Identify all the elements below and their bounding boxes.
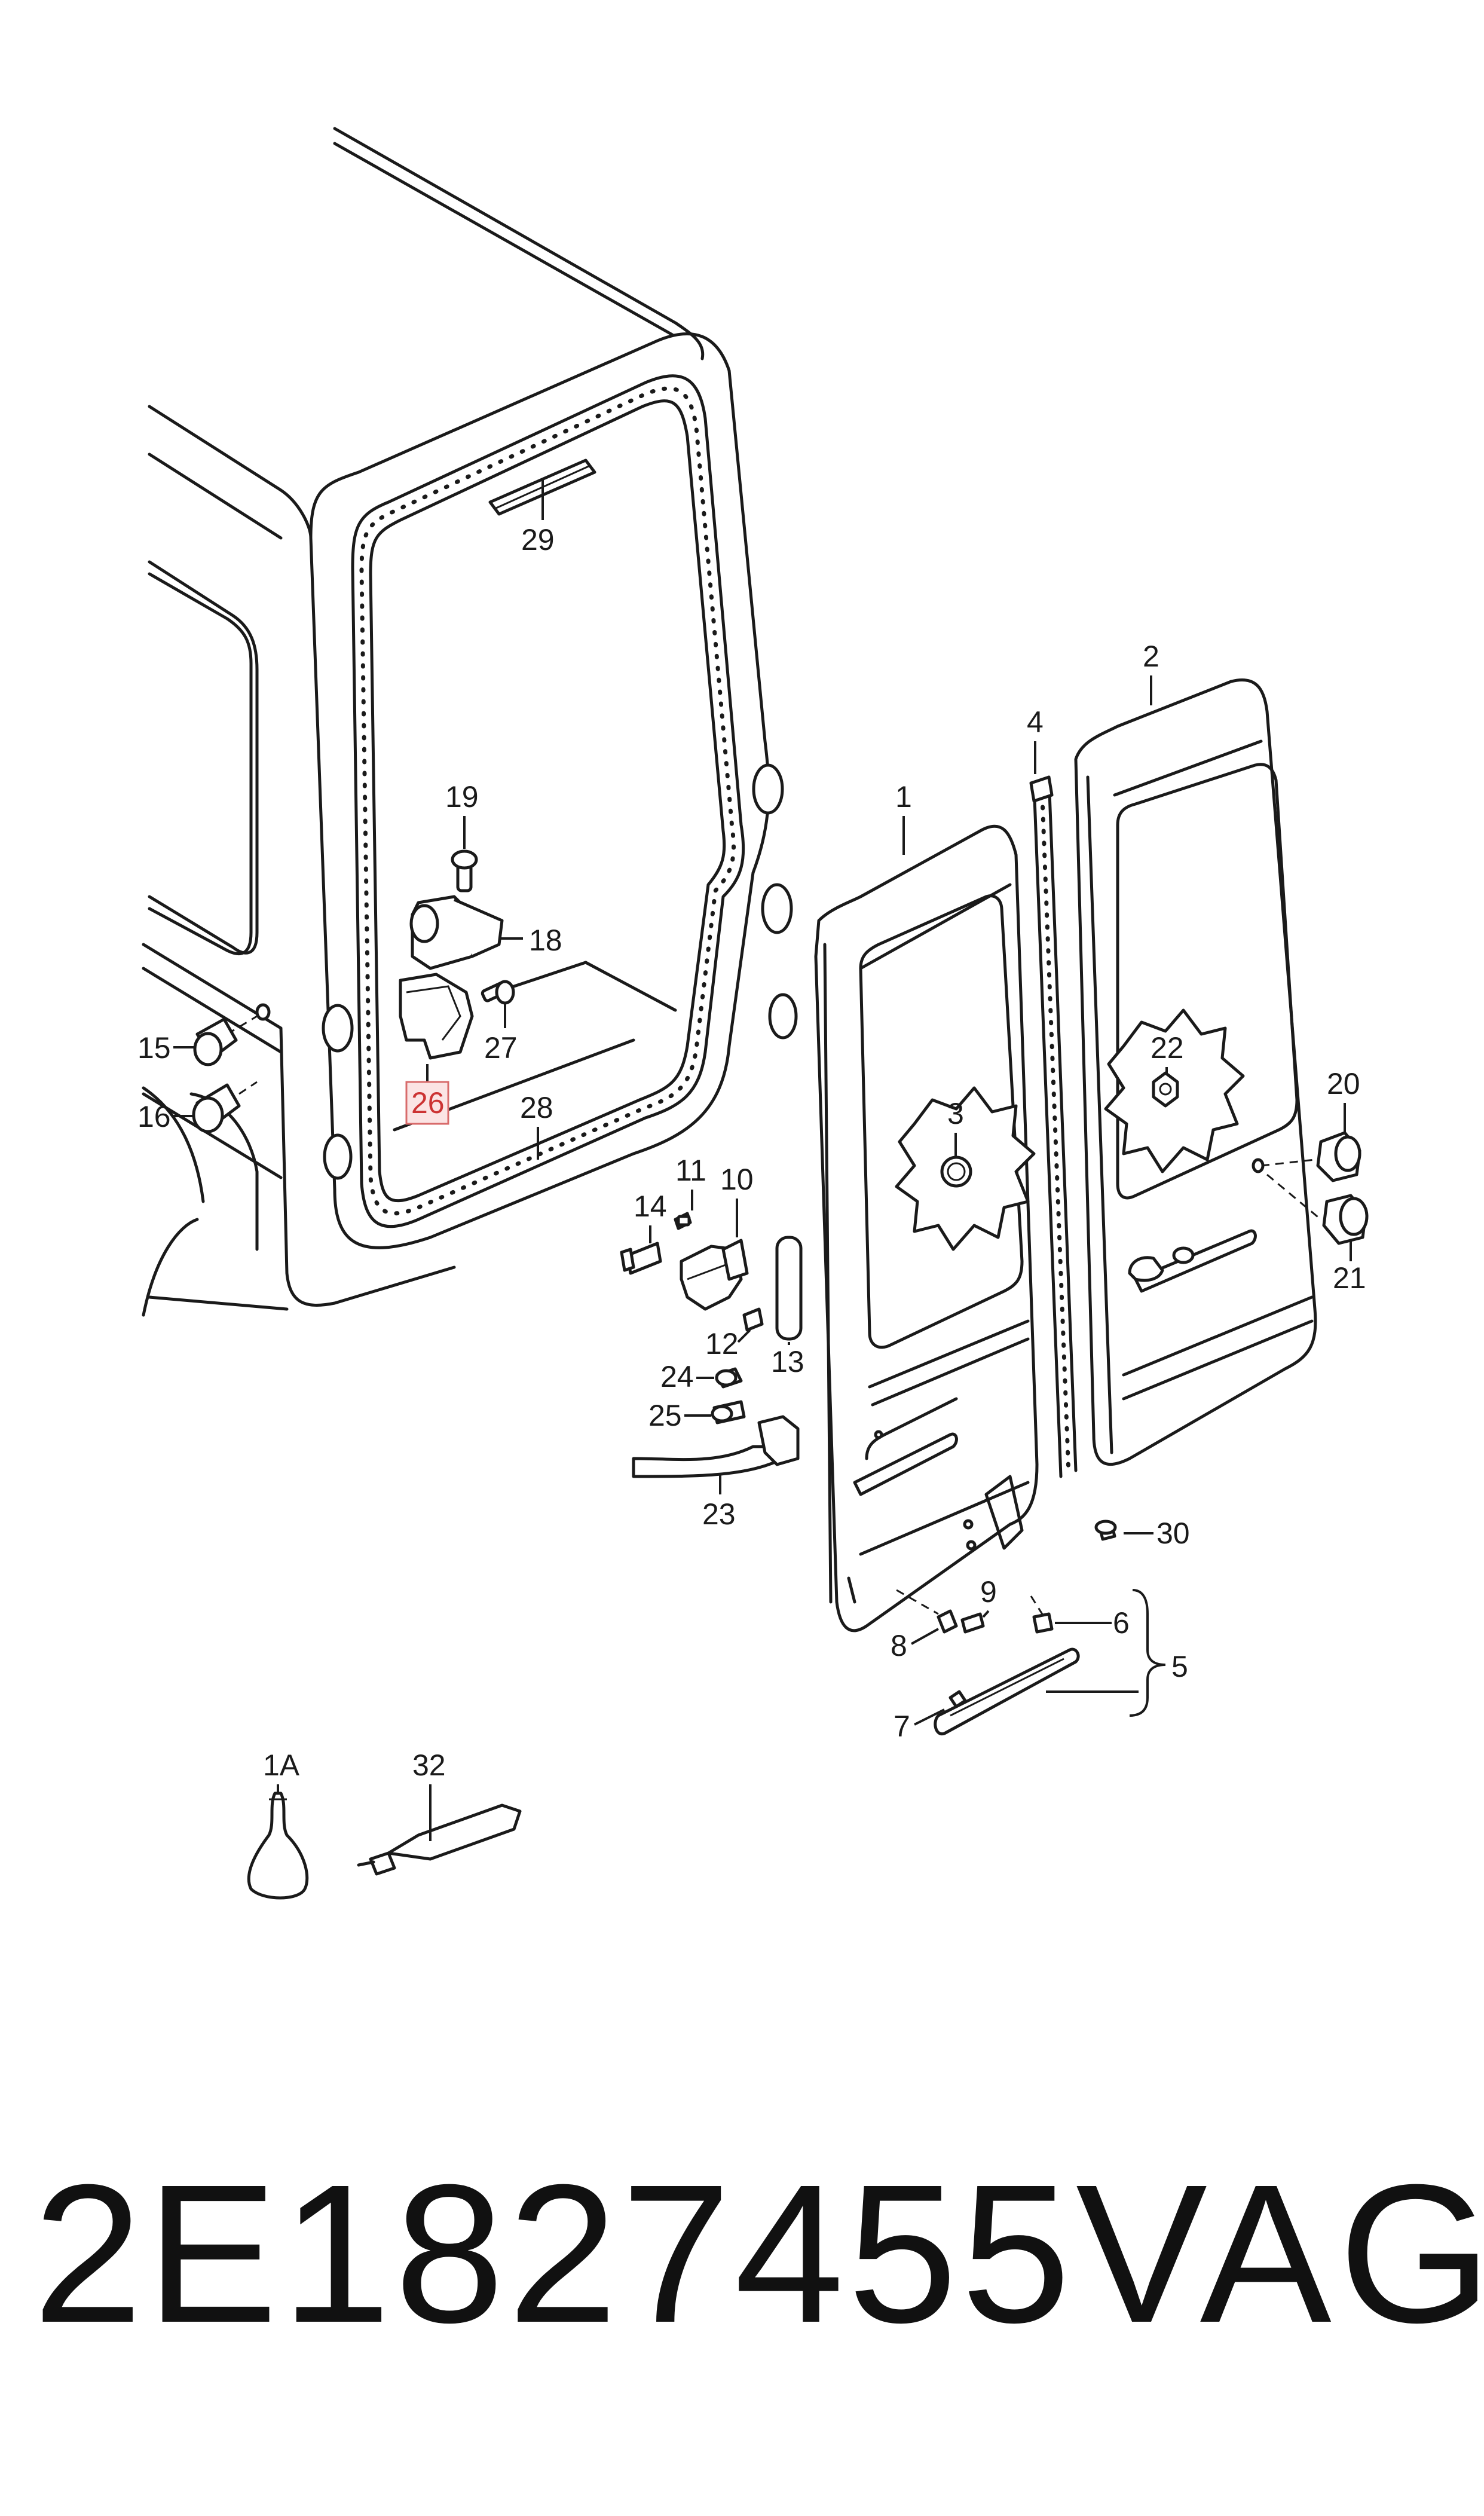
upper-hinge-assembly xyxy=(399,849,515,1060)
right-rear-door xyxy=(1074,678,1321,1466)
callout-27: 27 xyxy=(484,1031,518,1065)
callout-26-highlight xyxy=(405,1081,449,1125)
left-rear-door xyxy=(814,824,1039,1633)
lower-hinge-parts xyxy=(620,1212,803,1341)
callout-13: 13 xyxy=(771,1345,804,1378)
bump-stops-left xyxy=(192,1003,271,1133)
callout-5: 5 xyxy=(1171,1650,1188,1683)
accessory-items xyxy=(247,1792,522,1900)
callout-1: 1 xyxy=(895,780,912,814)
callout-20: 20 xyxy=(1327,1067,1360,1100)
callout-10: 10 xyxy=(720,1163,754,1196)
callout-25: 25 xyxy=(648,1399,682,1432)
callout-24: 24 xyxy=(660,1360,694,1393)
callout-3: 3 xyxy=(947,1097,964,1130)
callout-21: 21 xyxy=(1333,1261,1366,1295)
door-check-strap xyxy=(632,1367,800,1478)
door-seal-strip xyxy=(1029,775,1078,1478)
callout-6: 6 xyxy=(1113,1606,1130,1640)
callout-23: 23 xyxy=(702,1497,736,1531)
van-body xyxy=(142,127,798,1317)
callout-1A: 1A xyxy=(263,1748,300,1782)
part-number: 2E1827455 xyxy=(33,2143,1075,2364)
callout-29: 29 xyxy=(521,523,555,557)
handle-trim-assembly xyxy=(896,1520,1117,1736)
callout-8: 8 xyxy=(891,1629,907,1662)
callout-28: 28 xyxy=(520,1091,553,1124)
callout-14: 14 xyxy=(634,1190,667,1223)
brand-label: VAG xyxy=(1076,2143,1484,2364)
exploded-parts-diagram: 29 19 18 27 26 28 15 16 11 10 14 12 13 xyxy=(137,127,1369,1900)
callout-15: 15 xyxy=(137,1031,171,1065)
callout-22: 22 xyxy=(1151,1031,1184,1065)
callout-12: 12 xyxy=(705,1327,739,1361)
callout-32: 32 xyxy=(412,1748,446,1782)
callouts: 29 19 18 27 26 28 15 16 11 10 14 12 13 xyxy=(137,478,1366,1841)
callout-26: 26 xyxy=(411,1086,445,1120)
callout-4: 4 xyxy=(1027,705,1044,739)
callout-30: 30 xyxy=(1156,1517,1190,1550)
callout-19: 19 xyxy=(445,780,479,814)
callout-16: 16 xyxy=(137,1100,171,1133)
callout-18: 18 xyxy=(529,924,562,957)
callout-7: 7 xyxy=(894,1710,910,1743)
callout-11: 11 xyxy=(675,1154,706,1187)
part-caption: 2E1827455 VAG xyxy=(0,2128,1484,2379)
callout-2: 2 xyxy=(1143,640,1159,673)
callout-9: 9 xyxy=(980,1575,997,1609)
bump-stops-right xyxy=(1316,1131,1369,1245)
